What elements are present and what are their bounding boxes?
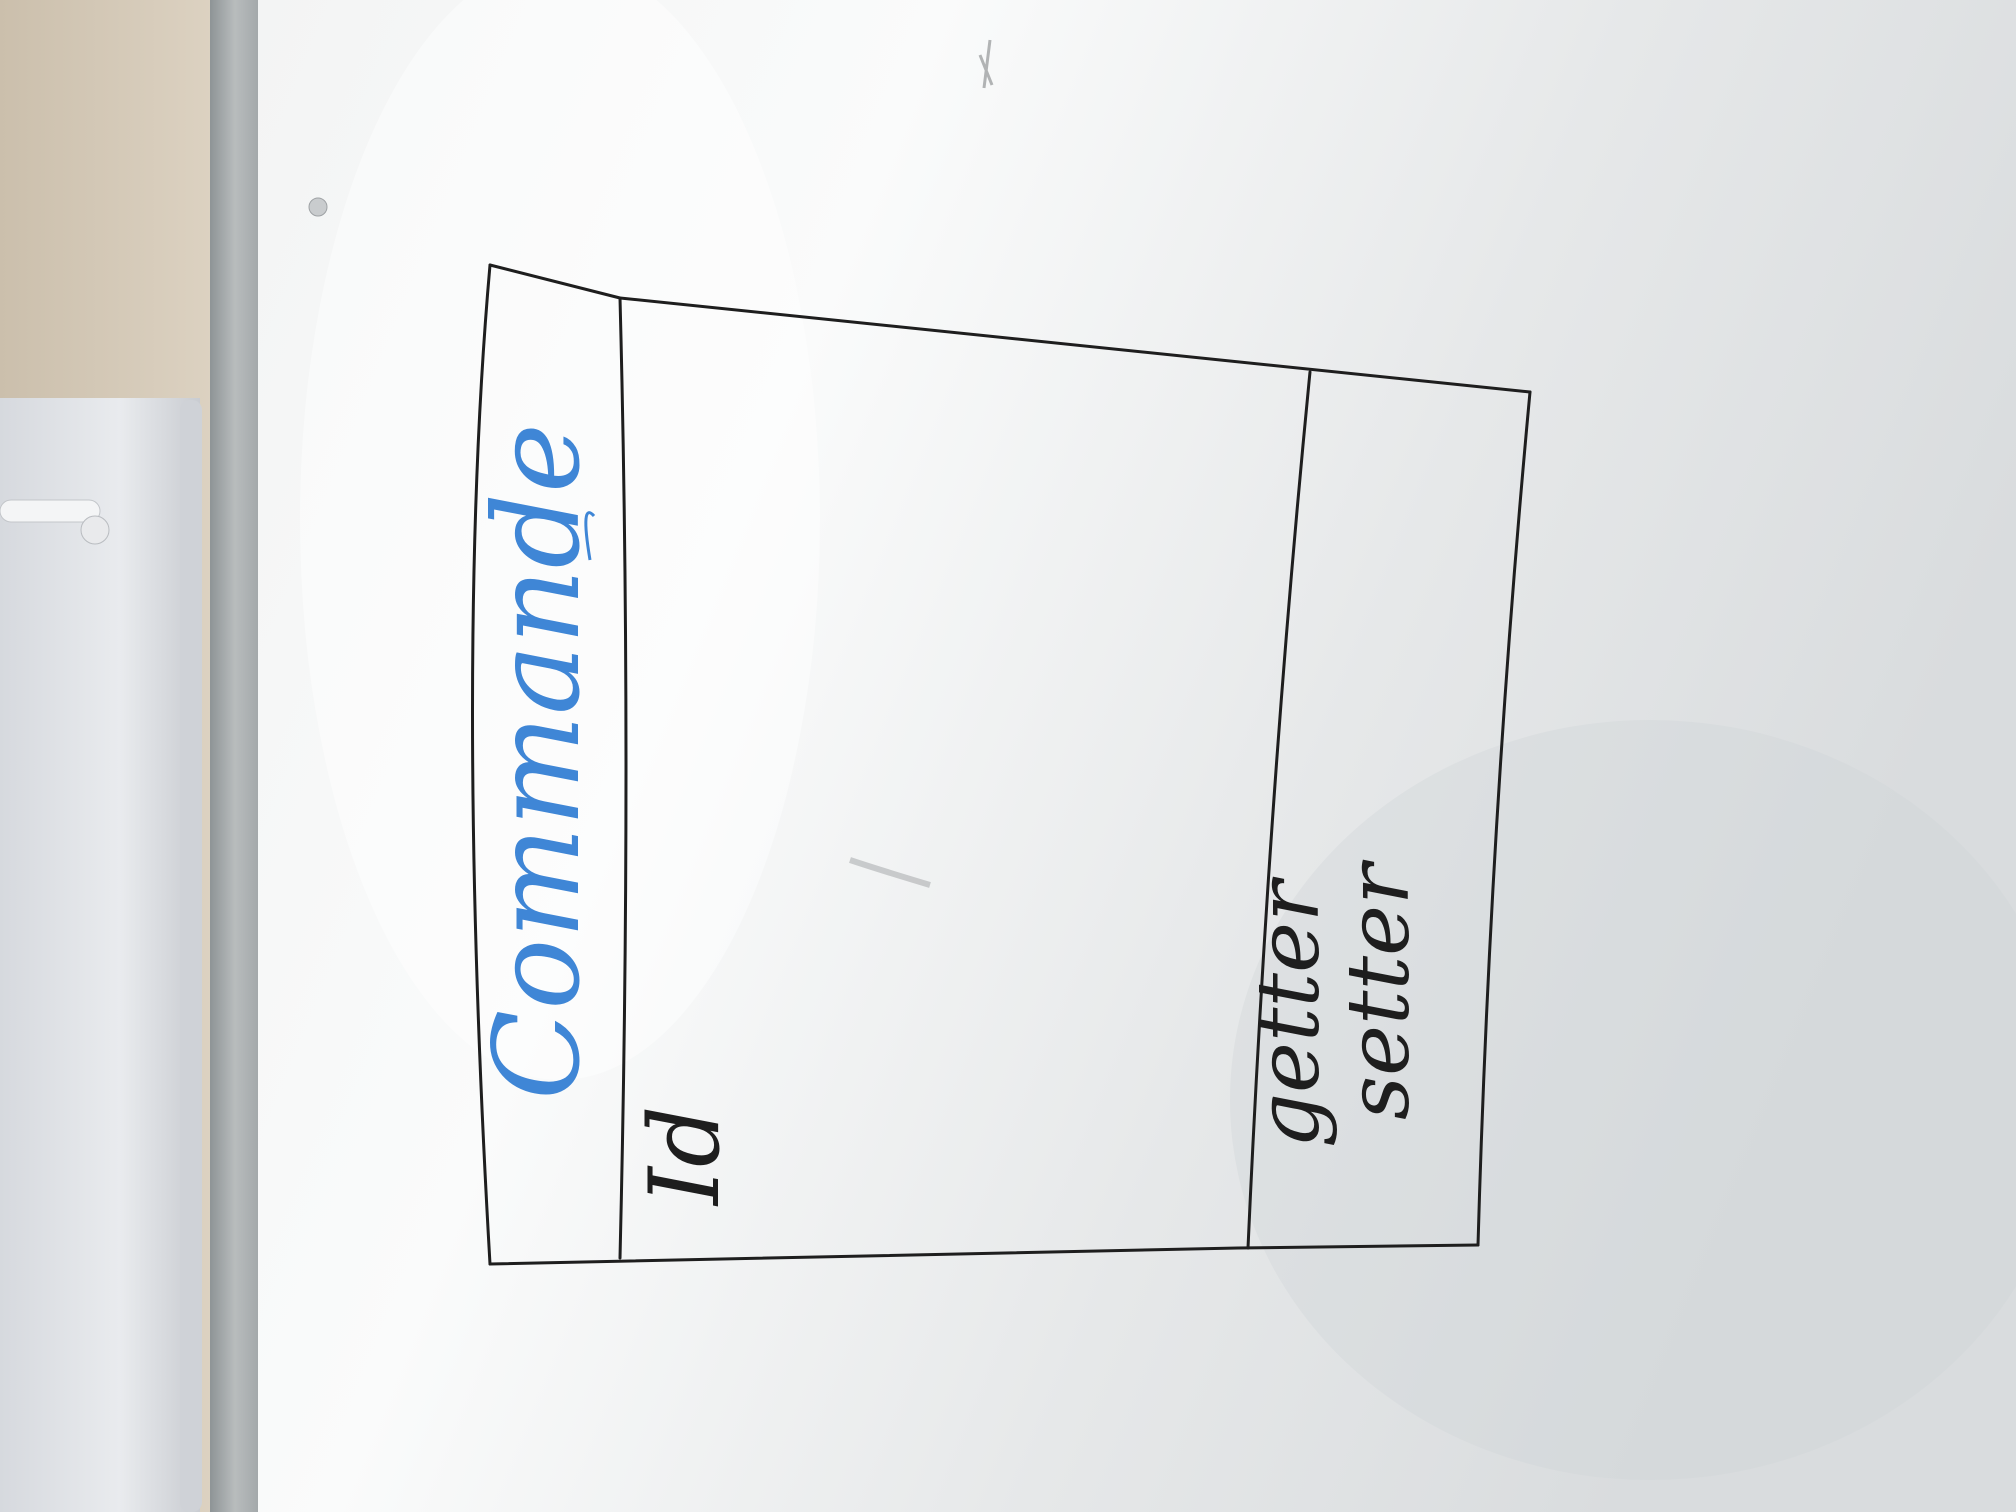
uml-class-box [471, 263, 1532, 1266]
name-divider [618, 296, 628, 1260]
shadow [1230, 720, 2016, 1480]
smudge [978, 39, 994, 89]
smudge [849, 857, 931, 888]
tray-bracket [0, 499, 101, 523]
whiteboard-surface [258, 0, 2016, 1512]
method-item: getter [1239, 876, 1339, 1148]
magnet-dot [308, 197, 328, 217]
methods-divider [1246, 370, 1312, 1250]
marker-tray-edge [180, 400, 202, 1512]
marker-tray [0, 398, 200, 1512]
box-bottom-edge [1476, 390, 1532, 1247]
box-top-edge [471, 263, 492, 1266]
whiteboard-frame [210, 0, 260, 1512]
tray-screw [80, 515, 110, 545]
method-item: setter [1329, 859, 1429, 1120]
class-name: Commande [468, 423, 606, 1100]
box-left-edge [488, 1243, 1480, 1266]
glare [300, 0, 820, 1080]
class-name-flourish [584, 511, 596, 561]
attribute-item: Id [629, 1106, 741, 1207]
